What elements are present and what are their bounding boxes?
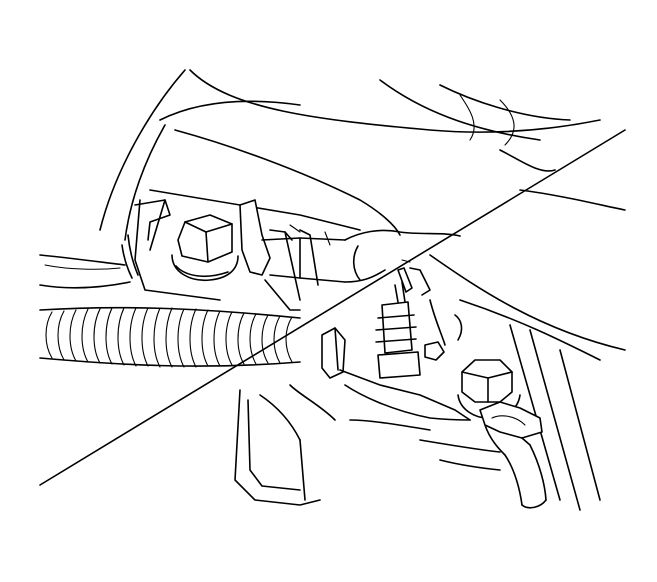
view-divider-line — [39, 129, 626, 486]
upper-detail-view — [39, 69, 601, 368]
lower-detail-view — [234, 189, 626, 511]
